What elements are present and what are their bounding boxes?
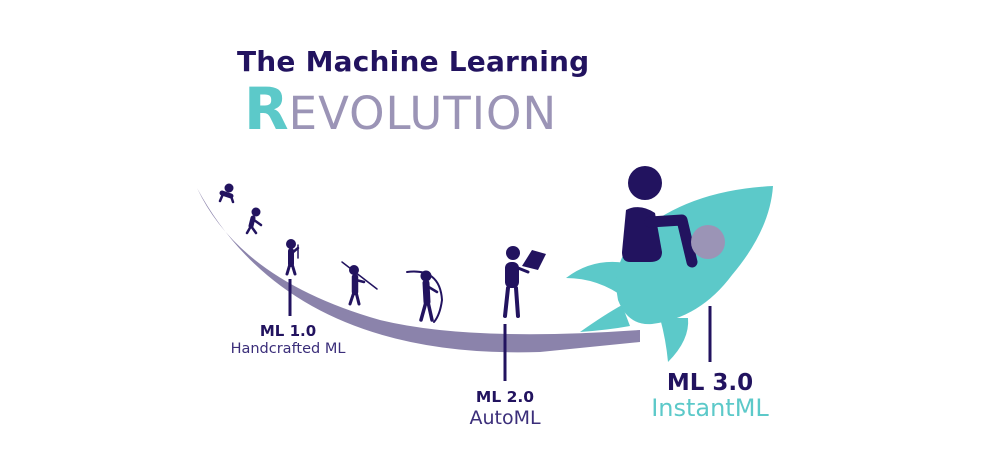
- stage-ml3-label: ML 3.0 InstantML: [610, 370, 810, 422]
- rocket-window-icon: [691, 225, 725, 259]
- stage-name: ML 2.0: [475, 388, 535, 406]
- torch-figure-icon: [285, 239, 300, 276]
- evolution-arc: [197, 188, 640, 353]
- stage-subtitle: Handcrafted ML: [230, 341, 346, 357]
- stage-subtitle: InstantML: [651, 394, 769, 422]
- subtitle-initial: R: [244, 75, 289, 143]
- archer-figure-icon: [406, 270, 444, 323]
- stage-name: ML 1.0: [259, 322, 317, 340]
- page-title: The Machine Learning: [237, 45, 590, 78]
- laptop-figure-icon: [503, 246, 546, 318]
- crawling-figure-icon: [218, 183, 235, 204]
- subtitle-rest: EVOLUTION: [288, 87, 558, 140]
- stage-name: ML 3.0: [666, 370, 754, 396]
- stage-ml1-label: ML 1.0 Handcrafted ML: [218, 322, 358, 357]
- stage-ml2-label: ML 2.0 AutoML: [440, 388, 570, 429]
- rocket-rider-icon: [622, 166, 698, 268]
- page-subtitle: REVOLUTION: [244, 80, 557, 138]
- hunched-figure-icon: [245, 207, 263, 235]
- spear-figure-icon: [341, 261, 378, 306]
- stage-subtitle: AutoML: [469, 407, 541, 429]
